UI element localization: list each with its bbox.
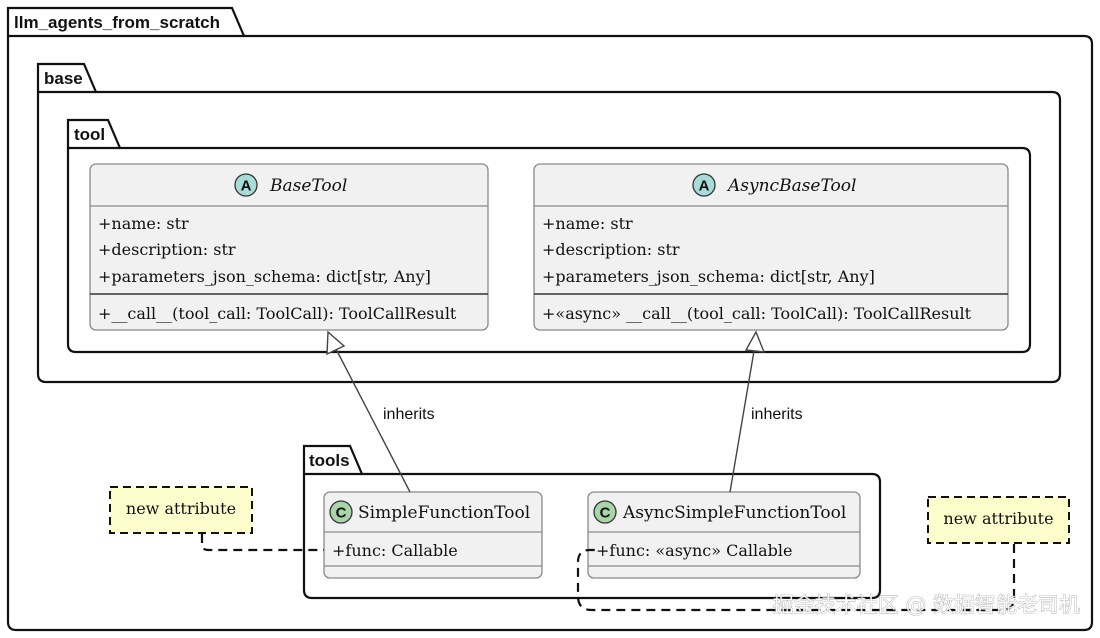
field-parameters-json-schema: +parameters_json_schema: dict[str, Any] bbox=[98, 267, 431, 286]
field-name: +name: str bbox=[98, 214, 189, 233]
stereotype-letter: A bbox=[699, 178, 710, 195]
stereotype-letter: C bbox=[600, 505, 611, 522]
method-async-call: +«async» __call__(tool_call: ToolCall): … bbox=[542, 304, 972, 323]
class-base-tool[interactable]: A BaseTool +name: str +description: str … bbox=[89, 163, 489, 331]
class-simple-function-tool[interactable]: C SimpleFunctionTool +func: Callable bbox=[323, 491, 543, 579]
class-name-base-tool: BaseTool bbox=[269, 176, 347, 196]
note-left[interactable]: new attribute bbox=[109, 486, 253, 534]
inheritance-arrowhead bbox=[326, 330, 346, 356]
note-right[interactable]: new attribute bbox=[927, 496, 1070, 544]
inherits-label-right: inherits bbox=[751, 406, 803, 423]
watermark-text: 掘金技术社区 @ 数据智能老司机 bbox=[773, 593, 1080, 617]
method-call: +__call__(tool_call: ToolCall): ToolCall… bbox=[98, 304, 457, 323]
abstract-stereotype-icon bbox=[234, 173, 258, 197]
inheritance-arrowhead bbox=[744, 330, 766, 353]
note-link-left bbox=[200, 534, 324, 552]
class-stereotype-icon bbox=[329, 500, 353, 524]
package-label-tool: tool bbox=[74, 125, 105, 144]
class-stereotype-icon bbox=[593, 500, 617, 524]
inheritance-edge-left[interactable]: inherits bbox=[326, 330, 435, 493]
field-parameters-json-schema: +parameters_json_schema: dict[str, Any] bbox=[542, 267, 875, 286]
stereotype-letter: A bbox=[241, 178, 252, 195]
note-left-text: new attribute bbox=[126, 499, 236, 518]
class-async-base-tool[interactable]: A AsyncBaseTool +name: str +description:… bbox=[533, 163, 1009, 331]
abstract-stereotype-icon bbox=[692, 173, 716, 197]
package-label-base: base bbox=[44, 69, 83, 88]
class-name-async-base-tool: AsyncBaseTool bbox=[726, 176, 856, 196]
stereotype-letter: C bbox=[336, 505, 347, 522]
package-label-tools: tools bbox=[309, 451, 350, 470]
inheritance-edge-right[interactable]: inherits bbox=[729, 330, 803, 493]
field-func: +func: Callable bbox=[332, 541, 458, 560]
inherits-label-left: inherits bbox=[383, 406, 435, 423]
note-link-right bbox=[576, 544, 1016, 612]
class-name-async-simple-function-tool: AsyncSimpleFunctionTool bbox=[622, 503, 846, 523]
field-name: +name: str bbox=[542, 214, 633, 233]
package-label-root: llm_agents_from_scratch bbox=[14, 13, 220, 32]
field-description: +description: str bbox=[98, 240, 236, 259]
field-func: +func: «async» Callable bbox=[596, 541, 792, 560]
note-right-text: new attribute bbox=[943, 509, 1053, 528]
field-description: +description: str bbox=[542, 240, 680, 259]
class-async-simple-function-tool[interactable]: C AsyncSimpleFunctionTool +func: «async»… bbox=[587, 491, 861, 579]
class-name-simple-function-tool: SimpleFunctionTool bbox=[358, 503, 530, 523]
